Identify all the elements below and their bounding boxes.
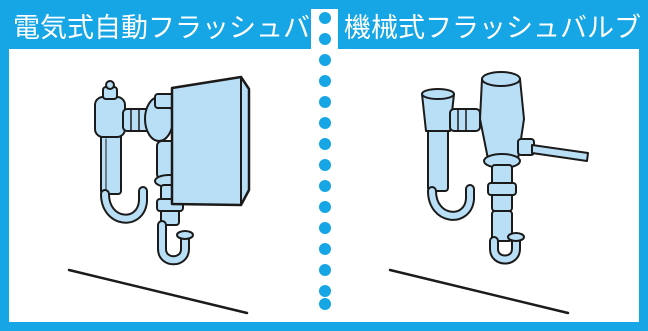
- divider-dot: [319, 117, 331, 129]
- divider-dot: [319, 138, 331, 150]
- left-panel-title: 電気式自動フラッシュバルブ: [9, 9, 364, 49]
- divider-dot: [319, 222, 331, 234]
- divider-dot: [319, 264, 331, 276]
- divider-dot: [319, 201, 331, 213]
- divider-dot: [319, 243, 331, 255]
- divider-dot: [319, 75, 331, 87]
- manual-flush-valve-icon: [388, 71, 589, 315]
- divider-dot: [319, 12, 331, 24]
- floor-line: [67, 268, 249, 315]
- divider-dot: [319, 33, 331, 45]
- floor-line: [388, 268, 570, 315]
- electric-flush-valve-icon: [67, 75, 251, 315]
- divider-dot: [319, 96, 331, 108]
- left-panel: [9, 49, 318, 322]
- right-panel: [332, 49, 639, 322]
- right-panel-title: 機械式フラッシュバルブ: [338, 9, 641, 49]
- divider-dot: [319, 54, 331, 66]
- dotted-divider: [318, 12, 332, 312]
- divider-dot: [319, 298, 331, 310]
- divider-dot: [319, 180, 331, 192]
- divider-dot: [319, 159, 331, 171]
- divider-dot: [319, 285, 331, 297]
